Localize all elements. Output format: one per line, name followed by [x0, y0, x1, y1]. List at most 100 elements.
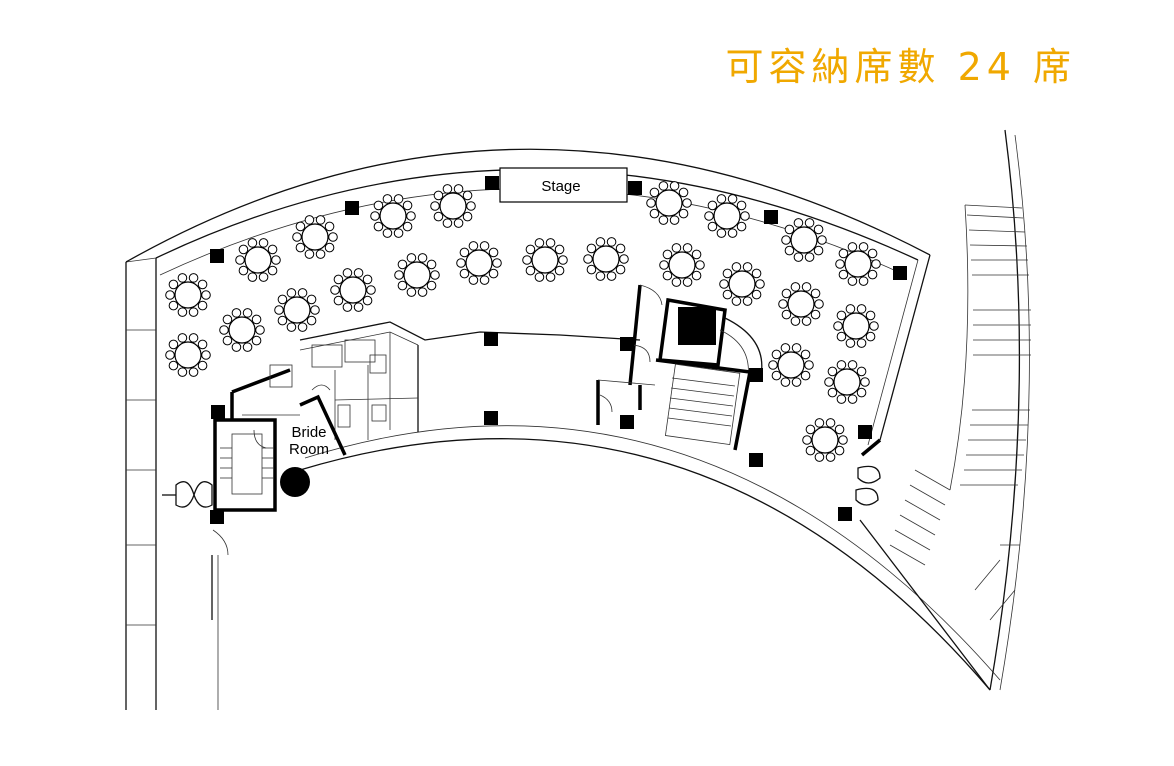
chair — [315, 249, 326, 259]
chair — [771, 349, 782, 360]
round-table-with-chairs-icon — [824, 360, 870, 404]
round-table-with-chairs-icon — [778, 282, 824, 326]
chair — [255, 325, 265, 335]
square-pillar-icon — [210, 510, 224, 524]
chair — [525, 244, 536, 255]
chair — [310, 305, 320, 315]
chair — [315, 215, 326, 225]
chair — [534, 272, 545, 282]
chair — [295, 242, 306, 253]
chair — [393, 228, 404, 238]
table-top — [844, 250, 872, 278]
chair — [459, 268, 470, 279]
chair — [867, 269, 878, 280]
entrance-steps — [889, 469, 951, 566]
chair — [324, 221, 335, 232]
square-pillar-icon — [210, 249, 224, 263]
chair — [834, 424, 845, 435]
chair — [740, 211, 750, 221]
chair — [704, 211, 714, 221]
chair — [784, 224, 795, 235]
chair — [168, 339, 179, 350]
round-table-with-chairs-icon — [719, 262, 765, 306]
chair — [742, 296, 753, 306]
chair — [814, 418, 825, 428]
round-column — [280, 467, 310, 497]
chair — [534, 238, 545, 248]
chair — [238, 265, 249, 276]
chair — [468, 275, 479, 285]
round-table-with-chairs-icon — [802, 418, 848, 462]
chair — [165, 350, 175, 360]
chair — [492, 258, 502, 268]
chair — [462, 211, 473, 222]
chair — [834, 445, 845, 456]
chair — [817, 235, 827, 245]
chair — [488, 268, 499, 279]
table-top — [339, 276, 367, 304]
chair — [430, 270, 440, 280]
chair — [836, 360, 847, 370]
chair — [426, 259, 437, 270]
table-top — [790, 226, 818, 254]
round-table-with-chairs-icon — [330, 268, 376, 312]
chair — [402, 221, 413, 232]
chair — [201, 350, 211, 360]
chair — [662, 249, 673, 260]
table-top — [842, 312, 870, 340]
chair — [790, 282, 801, 292]
chair — [468, 241, 479, 251]
chair — [615, 243, 626, 254]
square-pillar-icon — [620, 415, 634, 429]
chair — [836, 394, 847, 404]
round-table-with-chairs-icon — [292, 215, 338, 259]
chair — [791, 343, 802, 353]
square-pillar-icon — [893, 266, 907, 280]
right-staircase — [960, 214, 1031, 621]
chair — [479, 275, 490, 285]
chair — [810, 309, 821, 320]
chair — [659, 260, 669, 270]
chair — [649, 187, 660, 198]
entrance-door-right — [855, 465, 881, 506]
round-table-with-chairs-icon — [165, 273, 211, 317]
chair — [394, 270, 404, 280]
chair — [219, 325, 229, 335]
chair — [731, 262, 742, 272]
chair — [595, 271, 606, 281]
chair — [691, 270, 702, 281]
chair — [847, 360, 858, 370]
chair — [545, 272, 556, 282]
round-table-with-chairs-icon — [522, 238, 568, 282]
chair — [406, 287, 417, 297]
square-pillar-icon — [764, 210, 778, 224]
chair — [804, 360, 814, 370]
chair — [802, 435, 812, 445]
chair — [295, 221, 306, 232]
chair — [871, 259, 881, 269]
chair — [860, 377, 870, 387]
table-top — [301, 223, 329, 251]
chair — [781, 309, 792, 320]
chair — [707, 200, 718, 211]
chair — [865, 331, 876, 342]
chair — [297, 288, 308, 298]
chair — [417, 253, 428, 263]
chair — [188, 333, 199, 343]
chair — [188, 307, 199, 317]
table-top — [787, 290, 815, 318]
chair — [751, 268, 762, 279]
table-top — [833, 368, 861, 396]
chair — [373, 200, 384, 211]
round-table-with-chairs-icon — [659, 243, 705, 287]
chair — [353, 302, 364, 312]
chair — [417, 287, 428, 297]
chair — [780, 343, 791, 353]
chair — [827, 366, 838, 377]
chair — [727, 228, 738, 238]
chair — [838, 269, 849, 280]
stage: Stage — [499, 167, 628, 203]
chair — [847, 242, 858, 252]
round-table-with-chairs-icon — [768, 343, 814, 387]
round-table-with-chairs-icon — [833, 304, 879, 348]
